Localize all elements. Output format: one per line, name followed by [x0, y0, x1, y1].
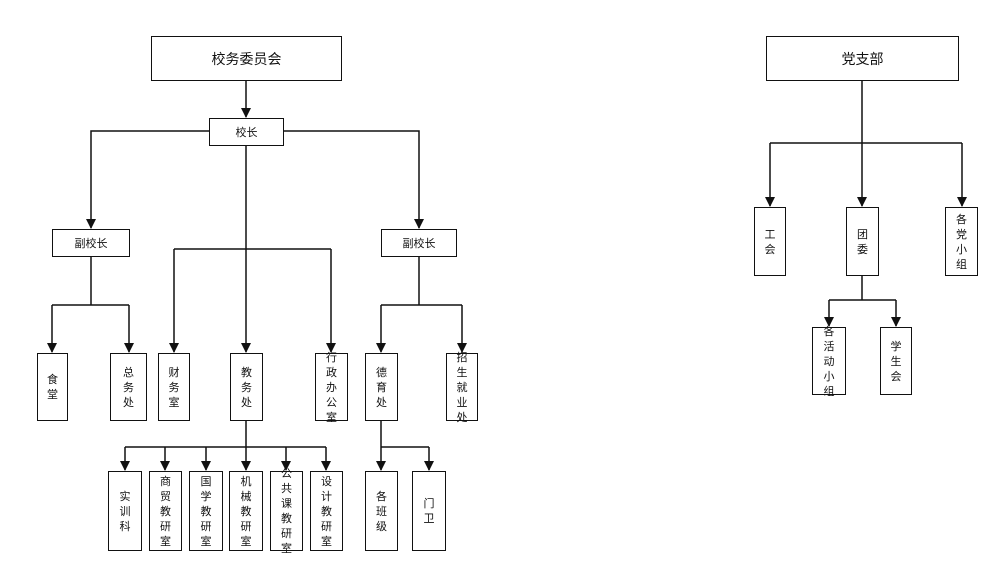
chinese-studies-lab-box: 国学教研室 — [189, 471, 223, 551]
classes-box: 各班级 — [365, 471, 398, 551]
mechanical-lab-box: 机械教研室 — [229, 471, 263, 551]
committee-box: 校务委员会 — [151, 36, 342, 81]
design-lab-box: 设计教研室 — [310, 471, 343, 551]
party-groups-box: 各党小组 — [945, 207, 978, 276]
training-dept-box: 实训科 — [108, 471, 142, 551]
youth-league-box: 团委 — [846, 207, 879, 276]
moral-office-box: 德育处 — [365, 353, 398, 421]
admin-office-box: 行政办公室 — [315, 351, 348, 424]
committee-label: 校务委员会 — [211, 51, 282, 68]
party-groups-label: 各党小组 — [956, 212, 967, 271]
finance-office-label: 财务室 — [168, 365, 180, 409]
public-course-lab-box: 公共课教研室 — [270, 467, 303, 555]
activity-groups-box: 各活动小组 — [812, 325, 846, 398]
gate-guard-label: 门卫 — [423, 497, 435, 525]
activity-groups-label: 各活动小组 — [823, 324, 835, 398]
public-course-lab-label: 公共课教研室 — [281, 467, 292, 555]
training-dept-label: 实训科 — [119, 489, 131, 533]
admin-office-label: 行政办公室 — [326, 350, 337, 424]
commerce-lab-box: 商贸教研室 — [149, 471, 182, 551]
canteen-label: 食堂 — [47, 373, 58, 401]
principal-box: 校长 — [209, 118, 284, 146]
vice-principal-left-box: 副校长 — [52, 229, 130, 257]
student-union-box: 学生会 — [880, 327, 912, 395]
union-box: 工会 — [754, 207, 786, 276]
commerce-lab-label: 商贸教研室 — [160, 474, 171, 548]
academic-office-label: 教务处 — [241, 365, 252, 409]
party-branch-label: 党支部 — [841, 51, 884, 68]
general-office-box: 总务处 — [110, 353, 147, 421]
student-union-label: 学生会 — [890, 339, 902, 383]
enrollment-office-box: 招生就业处 — [446, 351, 478, 424]
gate-guard-box: 门卫 — [412, 471, 446, 551]
design-lab-label: 设计教研室 — [321, 474, 332, 548]
union-label: 工会 — [764, 227, 776, 256]
finance-office-box: 财务室 — [158, 353, 190, 421]
academic-office-box: 教务处 — [230, 353, 263, 421]
vice-principal-right-label: 副校长 — [402, 237, 436, 250]
party-branch-box: 党支部 — [766, 36, 959, 81]
vice-principal-left-label: 副校长 — [74, 237, 108, 250]
principal-label: 校长 — [235, 126, 258, 139]
canteen-box: 食堂 — [37, 353, 68, 421]
moral-office-label: 德育处 — [376, 365, 387, 409]
chinese-studies-lab-label: 国学教研室 — [200, 474, 212, 548]
vice-principal-right-box: 副校长 — [381, 229, 457, 257]
classes-label: 各班级 — [376, 489, 387, 533]
youth-league-label: 团委 — [857, 227, 868, 256]
mechanical-lab-label: 机械教研室 — [240, 474, 252, 548]
enrollment-office-label: 招生就业处 — [456, 350, 468, 424]
general-office-label: 总务处 — [123, 365, 134, 409]
